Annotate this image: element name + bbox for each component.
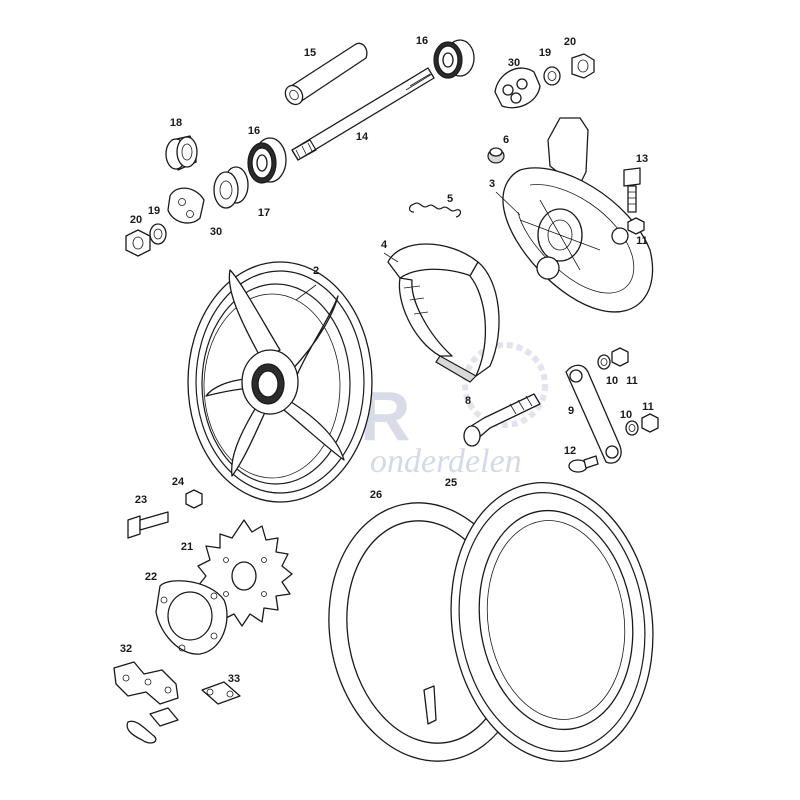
drive-dog-left xyxy=(167,187,205,224)
leader-lines xyxy=(295,191,521,301)
chain-links xyxy=(113,661,179,744)
label-part-23: 23 xyxy=(135,494,147,506)
brake-cam xyxy=(463,393,541,447)
label-part-20-a: 20 xyxy=(564,36,576,48)
label-part-3: 3 xyxy=(489,178,495,190)
bearing-top xyxy=(433,39,475,79)
label-part-11-b: 11 xyxy=(626,375,638,387)
washer-top xyxy=(543,66,561,86)
spacer-bush xyxy=(213,166,249,209)
label-part-13: 13 xyxy=(636,153,648,165)
label-part-9: 9 xyxy=(568,405,574,417)
spacer-tube xyxy=(284,42,368,106)
label-part-16-b: 16 xyxy=(248,125,260,137)
washer-10-b xyxy=(625,420,639,436)
label-part-24: 24 xyxy=(172,476,185,488)
label-part-14: 14 xyxy=(356,131,369,143)
bolt-23 xyxy=(127,511,169,539)
label-part-19-a: 19 xyxy=(539,47,551,59)
bearing-left-2 xyxy=(247,137,287,184)
washer-left xyxy=(149,223,167,245)
watermark-subtext: onderdelen xyxy=(370,443,522,480)
label-part-15: 15 xyxy=(304,47,316,59)
label-part-18: 18 xyxy=(170,117,182,129)
brake-spring xyxy=(408,202,462,218)
label-part-32: 32 xyxy=(120,643,132,655)
nut-left xyxy=(125,229,151,257)
label-part-22: 22 xyxy=(145,571,157,583)
label-part-20-b: 20 xyxy=(130,214,142,226)
bearing-left xyxy=(165,135,198,171)
nut-top xyxy=(571,53,595,79)
brake-shoes xyxy=(387,243,500,383)
label-part-6: 6 xyxy=(503,134,509,146)
nut-24 xyxy=(185,489,203,509)
brake-anchor-plate xyxy=(502,117,654,313)
label-part-25: 25 xyxy=(445,477,457,489)
label-part-12: 12 xyxy=(564,445,576,457)
nut-11-top xyxy=(627,217,645,235)
plug xyxy=(487,147,505,164)
tyre xyxy=(450,482,654,762)
label-part-17: 17 xyxy=(258,207,270,219)
master-link xyxy=(201,681,241,705)
label-part-8: 8 xyxy=(465,395,471,407)
wheel-rim xyxy=(187,261,373,503)
label-part-10-a: 10 xyxy=(606,375,618,387)
label-part-33: 33 xyxy=(228,673,240,685)
label-part-16-a: 16 xyxy=(416,35,428,47)
part-number-labels: 2 3 4 5 6 8 9 10 10 11 11 11 12 13 14 15… xyxy=(120,35,654,685)
pin-12 xyxy=(568,455,599,473)
label-part-5: 5 xyxy=(447,193,453,205)
label-part-30-a: 30 xyxy=(508,57,520,69)
label-part-19-b: 19 xyxy=(148,205,160,217)
drive-dog-top xyxy=(494,67,541,109)
label-part-30-b: 30 xyxy=(210,226,222,238)
label-part-11-c: 11 xyxy=(642,401,654,413)
gasket-plate xyxy=(155,580,228,655)
label-part-4: 4 xyxy=(381,239,388,251)
label-part-10-b: 10 xyxy=(620,409,632,421)
label-part-21: 21 xyxy=(181,541,193,553)
label-part-2: 2 xyxy=(313,265,319,277)
axle xyxy=(291,67,435,161)
washer-10-a xyxy=(597,354,611,370)
nut-11-a xyxy=(611,347,629,367)
bolt-13 xyxy=(623,167,641,213)
brake-lever xyxy=(565,364,622,464)
label-part-26: 26 xyxy=(370,489,382,501)
nut-11-b xyxy=(641,413,659,433)
label-part-11-a: 11 xyxy=(636,235,648,247)
